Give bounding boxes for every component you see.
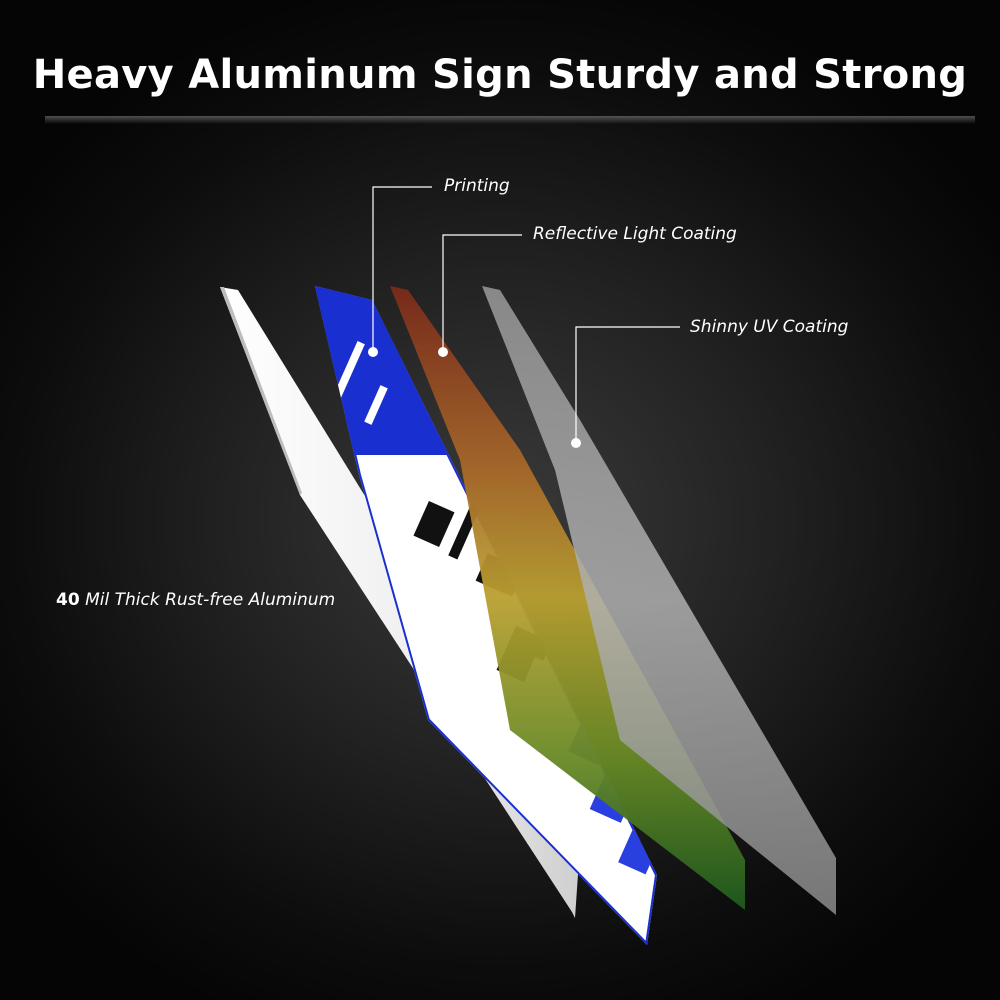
thickness-value: 40 — [56, 590, 80, 610]
uv-coating-layer — [482, 286, 836, 915]
page-title: Heavy Aluminum Sign Sturdy and Strong — [32, 52, 968, 98]
aluminum-label: 40 Mil Thick Rust-free Aluminum — [56, 590, 335, 610]
callout-lines — [372, 186, 680, 443]
uv-coating-label: Shinny UV Coating — [690, 317, 849, 337]
aluminum-description: Mil Thick Rust-free Aluminum — [85, 590, 336, 610]
title-divider — [45, 116, 975, 124]
reflective-coating-label: Reflective Light Coating — [533, 224, 737, 244]
callout-dots — [368, 347, 581, 448]
printing-label: Printing — [444, 176, 510, 196]
